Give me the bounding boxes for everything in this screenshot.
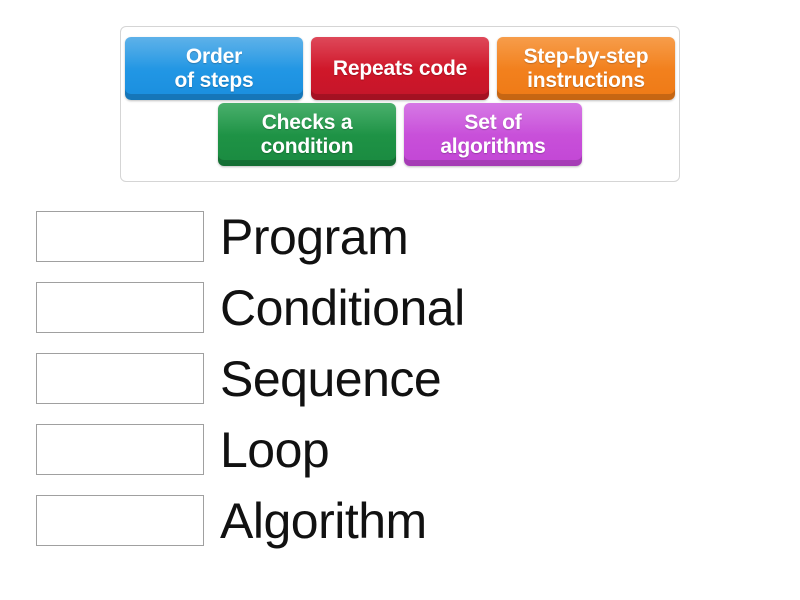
tile-repeats-code[interactable]: Repeats code [311, 37, 489, 100]
answer-row-sequence: Sequence [36, 353, 776, 404]
drop-box-algorithm[interactable] [36, 495, 204, 546]
drop-box-loop[interactable] [36, 424, 204, 475]
answer-row-conditional: Conditional [36, 282, 776, 333]
drop-box-program[interactable] [36, 211, 204, 262]
answer-label-sequence: Sequence [220, 350, 442, 407]
tile-repeats-code-label: Repeats code [332, 56, 468, 80]
answer-label-algorithm: Algorithm [220, 492, 427, 549]
answer-row-loop: Loop [36, 424, 776, 475]
answer-label-conditional: Conditional [220, 279, 465, 336]
answer-list: Program Conditional Sequence Loop Algori… [36, 211, 776, 566]
answer-label-loop: Loop [220, 421, 330, 478]
answer-label-program: Program [220, 208, 409, 265]
drop-box-sequence[interactable] [36, 353, 204, 404]
answer-row-program: Program [36, 211, 776, 262]
drop-box-conditional[interactable] [36, 282, 204, 333]
answer-row-algorithm: Algorithm [36, 495, 776, 546]
